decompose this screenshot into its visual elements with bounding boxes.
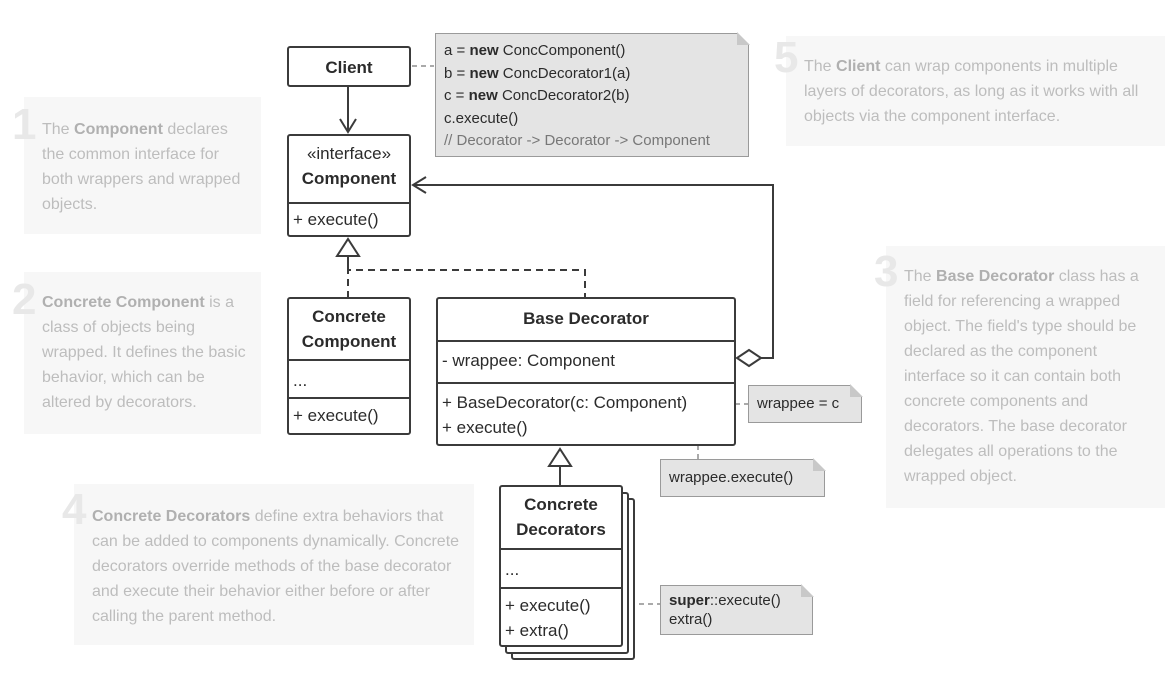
note-line: c = new ConcDecorator2(b) <box>444 87 630 104</box>
wrappee-assign-note: wrappee = c <box>748 384 863 423</box>
concrete-component-class: Concrete Component ... + execute() <box>287 297 411 435</box>
class-method: + execute() <box>289 202 409 232</box>
class-method: + extra() <box>505 621 569 640</box>
annotation-text: The Client can wrap components in multip… <box>804 58 1139 125</box>
class-method: + execute() <box>442 418 528 437</box>
annotation-text: Concrete Component is a class of objects… <box>42 294 246 411</box>
note-line: super::execute() <box>669 592 781 609</box>
class-title-line: Component <box>301 332 397 351</box>
annotation-text: The Component declares the common interf… <box>42 121 241 213</box>
base-decorator-class: Base Decorator - wrappee: Component + Ba… <box>436 297 736 446</box>
client-code-note: a = new ConcComponent() b = new ConcDecor… <box>435 32 750 157</box>
class-stereotype: «interface» <box>306 144 392 163</box>
class-title-line: Decorators <box>516 520 606 539</box>
note-line: b = new ConcDecorator1(a) <box>444 64 631 82</box>
annotation-3: 3 The Base Decorator class has a field f… <box>874 246 1165 508</box>
class-title: Client <box>325 58 373 77</box>
class-title: Component <box>301 169 397 188</box>
class-field: ... <box>501 548 621 582</box>
annotation-1: 1 The Component declares the common inte… <box>12 97 261 234</box>
implements-component-arrow <box>335 237 586 298</box>
annotation-text: Concrete Decorators define extra behavio… <box>92 508 460 625</box>
class-title-line: Concrete <box>524 495 598 514</box>
note-lines: super::execute()extra() <box>669 591 804 629</box>
annotation-text: The Base Decorator class has a field for… <box>904 268 1139 485</box>
class-method: + BaseDecorator(c: Component) <box>438 382 734 415</box>
note-fold-corner <box>801 584 814 597</box>
annotation-number: 4 <box>62 485 87 534</box>
note-line: c.execute() <box>444 109 519 127</box>
annotation-5: 5 The Client can wrap components in mult… <box>774 36 1165 146</box>
note-text: wrappee = c <box>757 395 840 412</box>
annotation-number: 5 <box>774 33 799 82</box>
annotation-number: 1 <box>12 100 37 149</box>
client-class: Client <box>287 46 411 87</box>
concrete-decorators-class: Concrete Decorators ... + execute() + ex… <box>499 485 623 647</box>
note-line: a = new ConcComponent() <box>444 42 626 59</box>
class-method: + execute() <box>289 397 409 428</box>
annotation-number: 2 <box>12 275 37 324</box>
client-to-component-arrow <box>339 87 357 134</box>
class-title: Base Decorator <box>523 309 649 328</box>
class-field: - wrappee: Component <box>438 340 734 373</box>
note-fold-corner <box>737 32 750 45</box>
note-text: wrappee.execute() <box>669 469 794 486</box>
class-field: ... <box>289 359 409 393</box>
extends-base-decorator-arrow <box>547 447 573 485</box>
note-fold-corner <box>813 458 826 471</box>
note-line: extra() <box>669 611 713 628</box>
annotation-2: 2 Concrete Component is a class of objec… <box>12 272 261 434</box>
component-interface: «interface» Component + execute() <box>287 134 411 237</box>
class-title-line: Concrete <box>312 307 386 326</box>
annotation-number: 3 <box>874 247 899 296</box>
note-lines: a = new ConcComponent() b = new ConcDecor… <box>444 40 740 153</box>
wrappee-aggregation-arrow <box>411 176 774 368</box>
class-method: + execute() <box>501 587 621 618</box>
wrappee-execute-note: wrappee.execute() <box>660 458 826 497</box>
note-fold-corner <box>850 384 863 397</box>
note-line: // Decorator -> Decorator -> Component <box>444 132 710 149</box>
super-execute-note: super::execute()extra() <box>660 584 814 635</box>
annotation-4: 4 Concrete Decorators define extra behav… <box>62 484 474 645</box>
